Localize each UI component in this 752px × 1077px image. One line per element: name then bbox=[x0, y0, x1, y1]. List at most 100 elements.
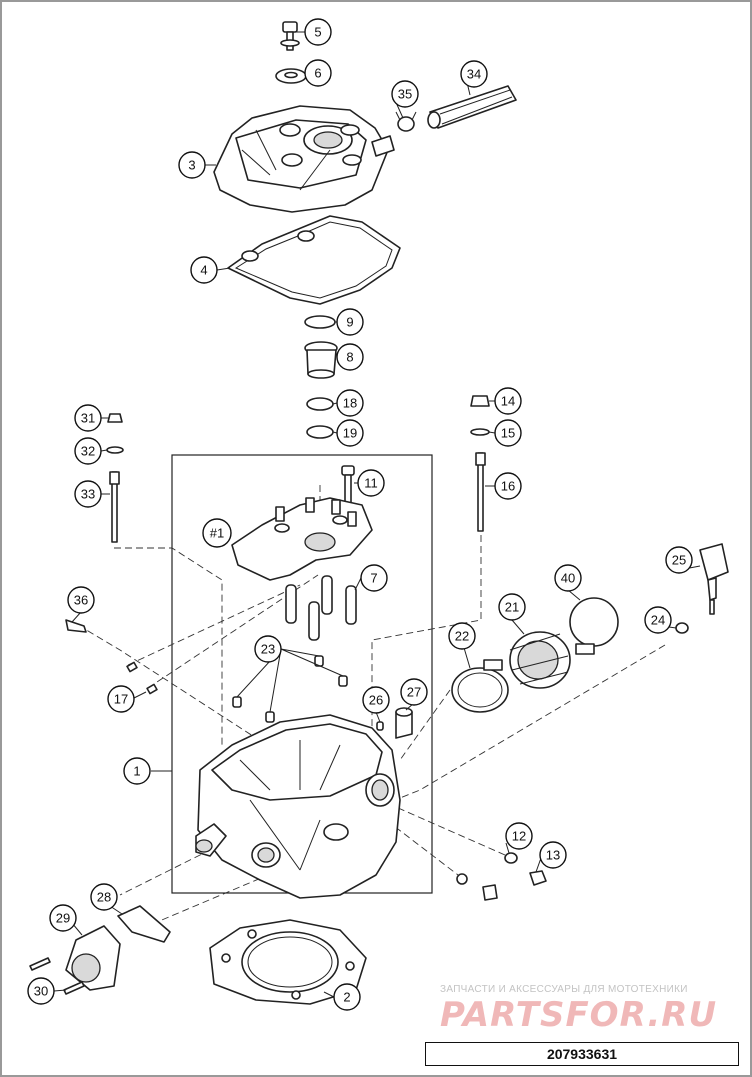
callout-13: 13 bbox=[539, 841, 567, 869]
callout-28-label: 28 bbox=[97, 890, 111, 905]
callout-27-label: 27 bbox=[407, 685, 421, 700]
callout-14: 14 bbox=[494, 387, 522, 415]
bridge-bolt bbox=[341, 465, 355, 504]
drawing-number: 207933631 bbox=[425, 1042, 739, 1066]
callout-27: 27 bbox=[400, 678, 428, 706]
watermark-brand-logo: PARTSFOR.RU bbox=[440, 995, 718, 1035]
callout-26-label: 26 bbox=[369, 693, 383, 708]
callout-33-label: 33 bbox=[81, 487, 95, 502]
callout-9-label: 9 bbox=[346, 315, 353, 330]
callout-18-label: 18 bbox=[343, 396, 357, 411]
callout-19: 19 bbox=[336, 419, 364, 447]
callout-23-label: 23 bbox=[261, 642, 275, 657]
callout-35-label: 35 bbox=[398, 87, 412, 102]
callout-5-label: 5 bbox=[314, 25, 321, 40]
sensor-washer bbox=[675, 622, 689, 634]
callout-15: 15 bbox=[494, 419, 522, 447]
callout-31: 31 bbox=[74, 404, 102, 432]
valve-cover bbox=[213, 105, 395, 213]
cylinder-stud bbox=[475, 452, 486, 532]
o-ring bbox=[306, 397, 334, 411]
screw-plug bbox=[126, 661, 138, 673]
callout-7-label: 7 bbox=[370, 571, 377, 586]
coolant-temp-sensor bbox=[699, 543, 729, 615]
stud-nut bbox=[107, 413, 123, 423]
callout-40-label: 40 bbox=[561, 571, 575, 586]
callout-25: 25 bbox=[665, 546, 693, 574]
callout-23: 23 bbox=[254, 635, 282, 663]
callout-40: 40 bbox=[554, 564, 582, 592]
cylinder-head bbox=[195, 714, 401, 899]
callout-18: 18 bbox=[336, 389, 364, 417]
coolant-fitting bbox=[395, 707, 413, 739]
plug-screw bbox=[482, 884, 498, 901]
callout-32-label: 32 bbox=[81, 444, 95, 459]
intake-bolt bbox=[29, 957, 51, 971]
callout-hash-1: #1 bbox=[202, 518, 232, 548]
callout-17: 17 bbox=[107, 685, 135, 713]
head-gasket bbox=[209, 919, 367, 1005]
dowel-pin bbox=[265, 711, 275, 723]
o-ring bbox=[306, 425, 334, 439]
callout-11: 11 bbox=[357, 469, 385, 497]
callout-9: 9 bbox=[336, 308, 364, 336]
callout-19-label: 19 bbox=[343, 426, 357, 441]
temperature-sensor bbox=[65, 619, 87, 633]
screw-plug bbox=[146, 683, 158, 695]
seal-washer bbox=[275, 68, 307, 84]
callout-32: 32 bbox=[74, 437, 102, 465]
callout-13-label: 13 bbox=[546, 848, 560, 863]
callout-29-label: 29 bbox=[56, 911, 70, 926]
intake-clamp bbox=[451, 659, 509, 713]
callout-35: 35 bbox=[391, 80, 419, 108]
callout-4: 4 bbox=[190, 256, 218, 284]
intake-bolt bbox=[63, 981, 85, 995]
intake-manifold bbox=[65, 925, 121, 991]
callout-29: 29 bbox=[49, 904, 77, 932]
callout-2-label: 2 bbox=[343, 990, 350, 1005]
spark-plug-seal bbox=[304, 315, 336, 329]
callout-17-label: 17 bbox=[114, 692, 128, 707]
callout-33: 33 bbox=[74, 480, 102, 508]
callout-4-label: 4 bbox=[200, 263, 207, 278]
callout-28: 28 bbox=[90, 883, 118, 911]
callout-30-label: 30 bbox=[34, 984, 48, 999]
seal-ring bbox=[504, 852, 518, 864]
callout-15-label: 15 bbox=[501, 426, 515, 441]
callout-2: 2 bbox=[333, 983, 361, 1011]
callout-22: 22 bbox=[448, 622, 476, 650]
callout-34: 34 bbox=[460, 60, 488, 88]
callout-25-label: 25 bbox=[672, 553, 686, 568]
camshaft-bridge bbox=[231, 497, 373, 581]
callout-12-label: 12 bbox=[512, 829, 526, 844]
callout-7: 7 bbox=[360, 564, 388, 592]
dowel-sleeves bbox=[285, 575, 357, 641]
watermark-caption: ЗАПЧАСТИ И АКСЕССУАРЫ ДЛЯ МОТОТЕХНИКИ bbox=[440, 984, 688, 995]
callout-16: 16 bbox=[494, 472, 522, 500]
spark-plug-tube bbox=[304, 341, 338, 379]
callout-hash-1-label: #1 bbox=[210, 526, 224, 541]
callout-3-label: 3 bbox=[188, 158, 195, 173]
callout-3: 3 bbox=[178, 151, 206, 179]
callout-34-label: 34 bbox=[467, 67, 481, 82]
callout-26: 26 bbox=[362, 686, 390, 714]
callout-1-label: 1 bbox=[133, 764, 140, 779]
callout-24: 24 bbox=[644, 606, 672, 634]
callout-1: 1 bbox=[123, 757, 151, 785]
stud-nut bbox=[470, 395, 490, 407]
assembly-lines bbox=[77, 485, 666, 926]
stud-washer bbox=[106, 446, 124, 454]
valve-cover-bolt bbox=[280, 21, 300, 51]
callout-22-label: 22 bbox=[455, 629, 469, 644]
callout-11-label: 11 bbox=[364, 476, 378, 491]
callout-8-label: 8 bbox=[346, 350, 353, 365]
callout-16-label: 16 bbox=[501, 479, 515, 494]
callout-31-label: 31 bbox=[81, 411, 95, 426]
seal-ring-small bbox=[456, 873, 468, 885]
intake-flange bbox=[509, 631, 571, 689]
callout-8: 8 bbox=[336, 343, 364, 371]
callout-24-label: 24 bbox=[651, 613, 665, 628]
callout-36-label: 36 bbox=[74, 593, 88, 608]
breather-hose bbox=[427, 85, 517, 129]
